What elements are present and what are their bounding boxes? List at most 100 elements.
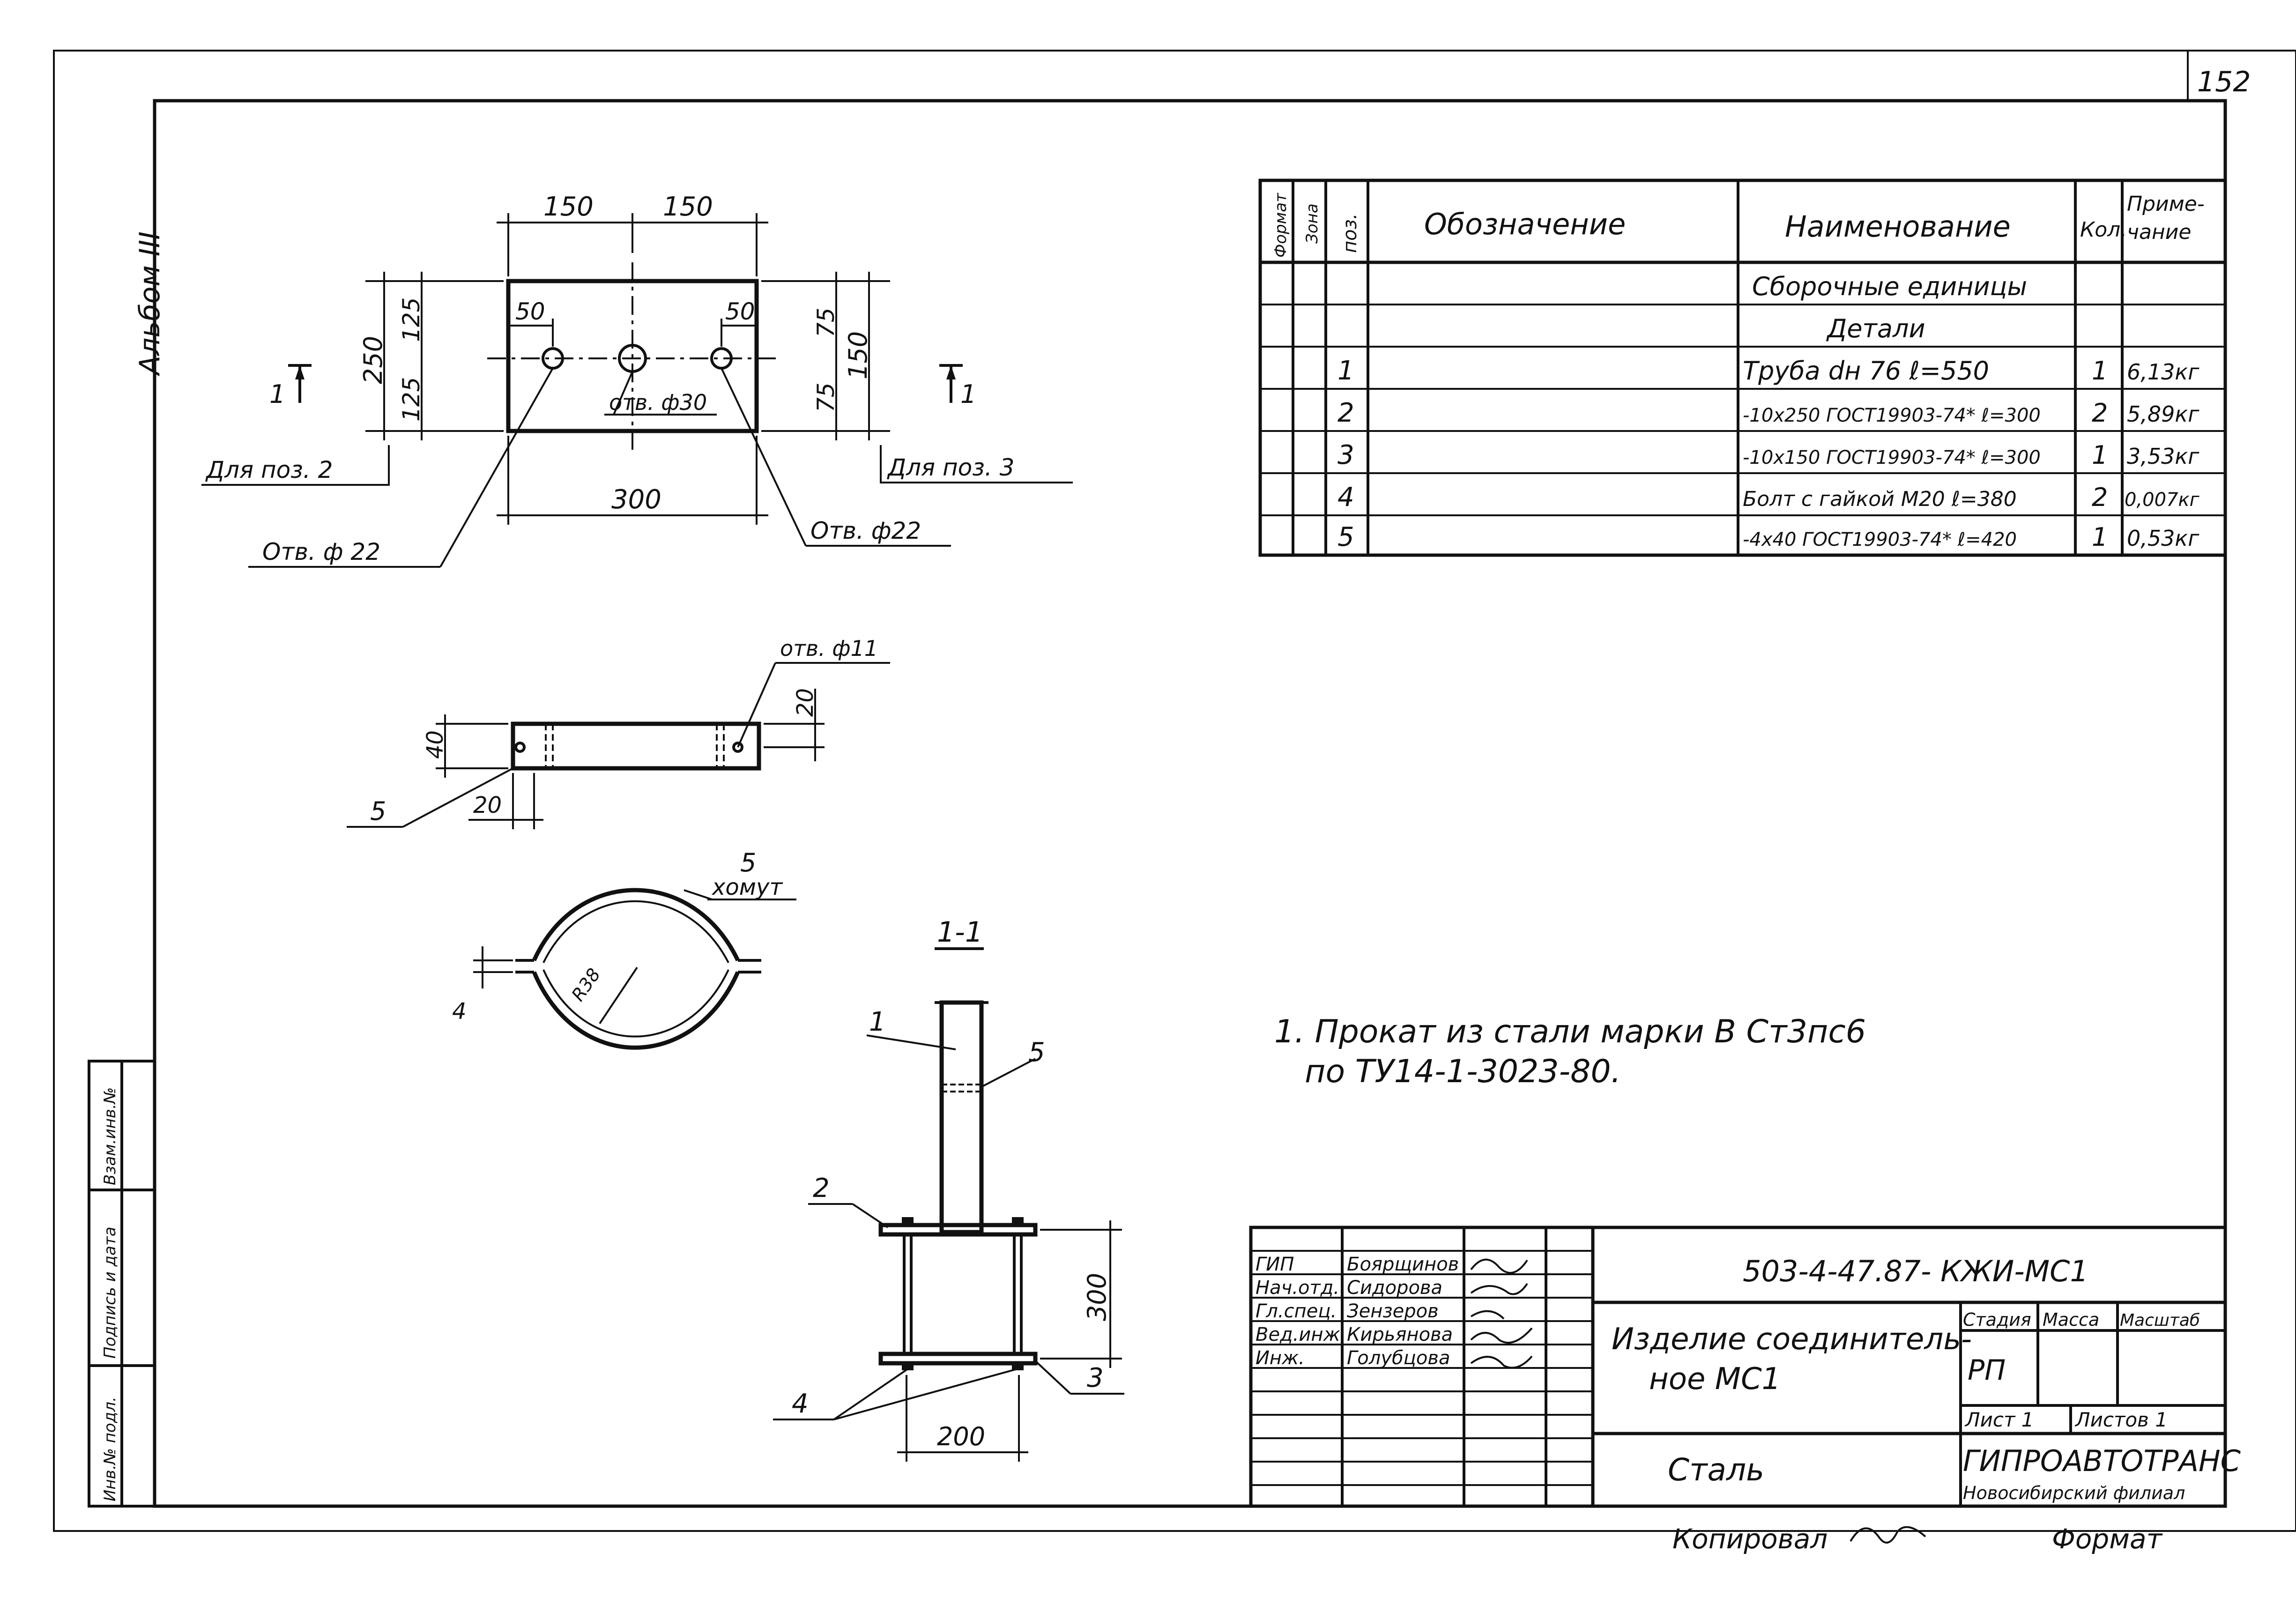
svg-text:2: 2: [2092, 483, 2108, 512]
note-line-2: по ТУ14-1-3023-80.: [1305, 1053, 1621, 1090]
section-row-assemblies: Сборочные единицы: [1752, 272, 2027, 301]
svg-text:R38: R38: [567, 965, 604, 1005]
svg-text:20: 20: [473, 792, 502, 818]
col-name-header: Наименование: [1785, 209, 2011, 244]
general-note: 1. Прокат из стали марки В Ст3пс6 по ТУ1…: [1274, 1013, 1866, 1090]
section-title: 1-1: [937, 916, 983, 949]
organization: ГИПРОАВТОТРАНС: [1963, 1444, 2241, 1478]
hole-center-label: отв. ф30: [609, 390, 707, 415]
role-1: Нач.отд.: [1256, 1277, 1339, 1299]
for-pos2-label: Для поз. 2: [205, 456, 333, 483]
svg-text:0,007кг: 0,007кг: [2125, 489, 2200, 511]
svg-text:50: 50: [725, 298, 755, 325]
svg-text:-4х40 ГОСТ19903-74* ℓ=420: -4х40 ГОСТ19903-74* ℓ=420: [1743, 529, 2017, 550]
svg-text:20: 20: [792, 688, 818, 717]
table-row: 4 Болт с гайкой М20 ℓ=380 2 0,007кг: [1337, 482, 2200, 513]
section-row-parts: Детали: [1826, 314, 1925, 343]
name-1: Сидорова: [1347, 1277, 1442, 1299]
svg-text:125: 125: [398, 297, 425, 342]
svg-text:150: 150: [543, 192, 594, 222]
name-4: Голубцова: [1347, 1347, 1450, 1369]
svg-text:1: 1: [960, 379, 976, 409]
sheets-label: Листов 1: [2074, 1408, 2168, 1431]
spec-table: Формат Зона поз. Обозначение Наименовани…: [1258, 178, 2227, 557]
svg-text:Болт с гайкой М20 ℓ=380: Болт с гайкой М20 ℓ=380: [1743, 487, 2017, 511]
hole-left-label: Отв. ф 22: [262, 538, 380, 565]
svg-text:-10х150 ГОСТ19903-74* ℓ=300: -10х150 ГОСТ19903-74* ℓ=300: [1743, 447, 2041, 468]
col-zone-header: Зона: [1303, 203, 1322, 244]
svg-text:1: 1: [269, 379, 285, 409]
scale-label: Масштаб: [2120, 1311, 2200, 1330]
svg-text:75: 75: [812, 382, 840, 412]
svg-text:150: 150: [843, 331, 873, 379]
svg-text:2: 2: [2092, 398, 2108, 428]
copied-label: Копировал: [1672, 1523, 1828, 1555]
role-3: Вед.инж.: [1256, 1324, 1346, 1345]
svg-text:250: 250: [358, 336, 388, 384]
svg-text:1: 1: [2092, 356, 2108, 386]
table-row: 2 -10х250 ГОСТ19903-74* ℓ=300 2 5,89кг: [1337, 398, 2199, 428]
inv-no-label: Инв.№ подл.: [101, 1397, 119, 1501]
svg-text:50: 50: [515, 298, 545, 325]
name-0: Боярщинов: [1347, 1254, 1459, 1275]
svg-text:5,89кг: 5,89кг: [2127, 401, 2199, 427]
col-note-header-2: чание: [2127, 220, 2191, 244]
item-title-2: ное МС1: [1649, 1362, 1781, 1397]
svg-text:200: 200: [937, 1422, 985, 1451]
strip-drawing: 40 20 20 отв. ф11 5: [347, 636, 890, 829]
left-binding-strip: Инв.№ подл. Подпись и дата Взам.инв.№: [88, 1060, 156, 1508]
svg-text:150: 150: [663, 192, 713, 222]
role-0: ГИП: [1256, 1254, 1294, 1275]
svg-text:4: 4: [452, 998, 467, 1025]
sheet-frames: 1 5 2: [53, 50, 2296, 1532]
svg-text:300: 300: [1082, 1273, 1112, 1321]
svg-text:4: 4: [792, 1389, 809, 1419]
name-3: Кирьянова: [1347, 1324, 1453, 1345]
svg-text:4: 4: [1337, 482, 1354, 513]
sheet-number: 152: [2197, 66, 2251, 98]
svg-text:40: 40: [422, 730, 448, 759]
format-label: Формат: [2052, 1523, 2163, 1555]
col-designation-header: Обозначение: [1424, 207, 1626, 241]
col-qty-header: Кол.: [2080, 218, 2127, 242]
col-format-header: Формат: [1271, 193, 1290, 258]
hole-right-label: Отв. ф22: [810, 517, 921, 544]
album-label: Альбом III: [134, 231, 166, 377]
section-1-1-drawing: 1-1 300 200 1 5 2: [773, 916, 1124, 1462]
plate-drawing: 150 150 50 50 250 125 125 75 75 150 300 …: [201, 192, 1073, 568]
svg-text:6,13кг: 6,13кг: [2127, 359, 2199, 385]
title-block: ГИП Нач.отд. Гл.спец. Вед.инж. Инж. Бояр…: [1249, 1226, 2241, 1508]
stage-label: Стадия: [1963, 1309, 2031, 1330]
svg-text:3,53кг: 3,53кг: [2127, 444, 2199, 469]
svg-text:1: 1: [1337, 356, 1354, 386]
name-2: Зензеров: [1347, 1300, 1439, 1322]
signature-date-label: Подпись и дата: [101, 1226, 119, 1359]
svg-text:5: 5: [1337, 522, 1354, 552]
svg-text:0,53кг: 0,53кг: [2127, 526, 2199, 551]
table-row: 1 Труба dн 76 ℓ=550 1 6,13кг: [1337, 356, 2199, 386]
footer: Копировал Формат: [1672, 1523, 2163, 1555]
replacement-inv-label: Взам.инв.№: [101, 1087, 119, 1185]
svg-text:-10х250 ГОСТ19903-74* ℓ=300: -10х250 ГОСТ19903-74* ℓ=300: [1743, 405, 2041, 426]
svg-text:3: 3: [1337, 440, 1354, 470]
clamp-pos-label: 5: [740, 848, 756, 877]
svg-text:1: 1: [869, 1007, 886, 1037]
svg-text:3: 3: [1087, 1363, 1104, 1393]
signature-scribble: [1470, 1258, 1533, 1369]
table-row: 5 -4х40 ГОСТ19903-74* ℓ=420 1 0,53кг: [1337, 522, 2199, 552]
strip-pos-label: 5: [370, 796, 386, 826]
svg-text:300: 300: [611, 484, 661, 515]
document-code: 503-4-47.87- КЖИ-МС1: [1743, 1254, 2088, 1288]
svg-text:2: 2: [1337, 398, 1354, 428]
clamp-drawing: 4 R38 5 хомут: [452, 848, 796, 1050]
for-pos3-label: Для поз. 3: [887, 454, 1014, 481]
clamp-name: хомут: [711, 874, 783, 900]
svg-text:Труба dн 76 ℓ=550: Труба dн 76 ℓ=550: [1743, 356, 1989, 386]
col-pos-header: поз.: [1339, 213, 1361, 253]
stage-value: РП: [1968, 1354, 2006, 1387]
mass-label: Масса: [2043, 1309, 2099, 1330]
role-4: Инж.: [1256, 1347, 1305, 1369]
svg-text:1: 1: [2092, 522, 2108, 552]
strip-hole-label: отв. ф11: [780, 636, 878, 661]
